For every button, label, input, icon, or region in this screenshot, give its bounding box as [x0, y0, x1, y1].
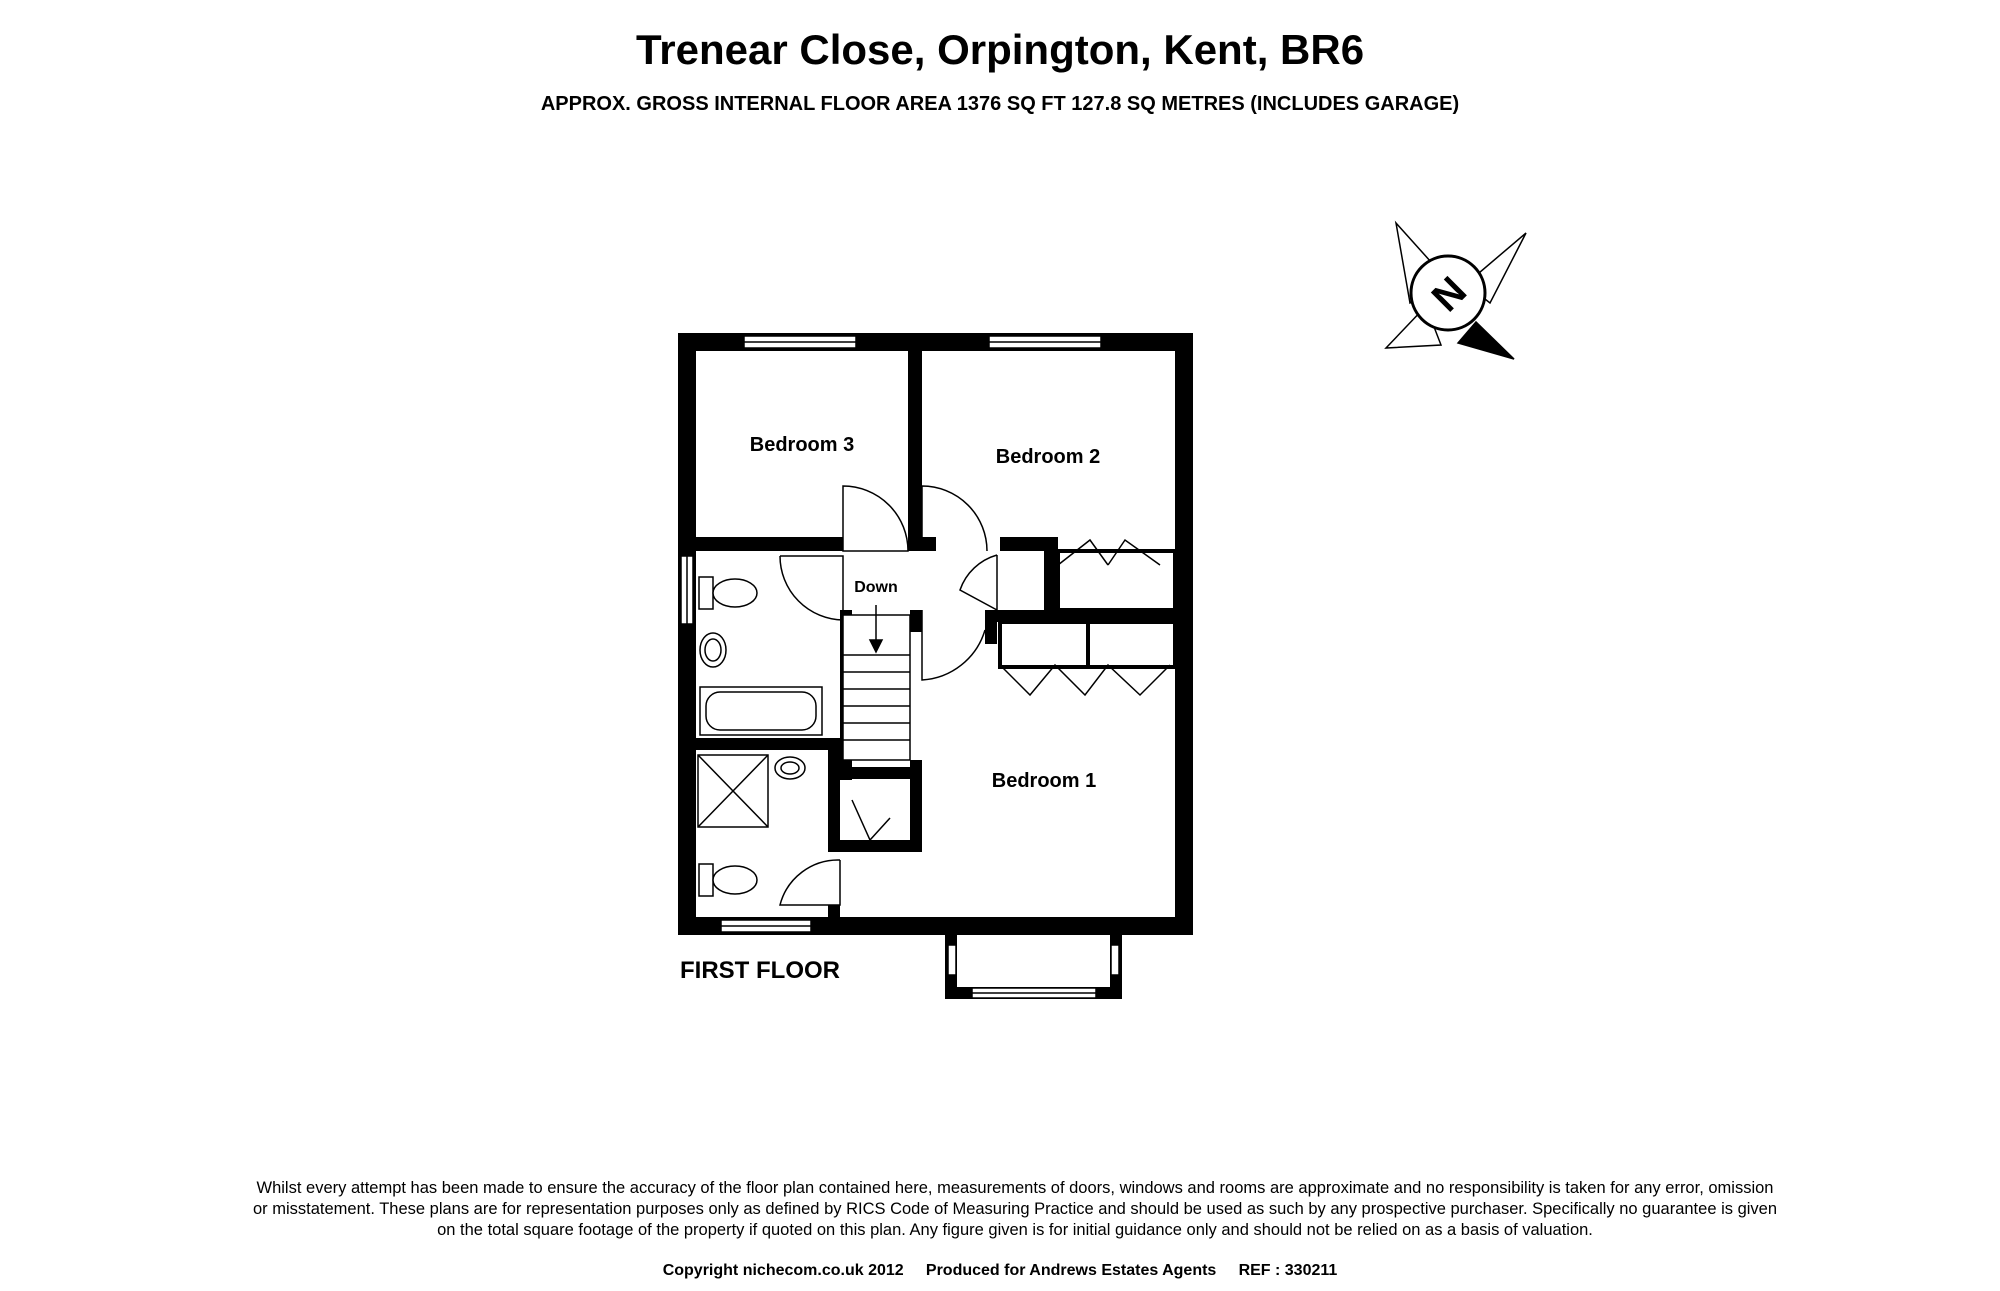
toilet-icon — [698, 863, 758, 897]
footer-credits: Copyright nichecom.co.uk 2012 Produced f… — [0, 1262, 2000, 1280]
footer-ref: REF : 330211 — [1238, 1262, 1338, 1279]
page-title: Trenear Close, Orpington, Kent, BR6 — [635, 26, 1365, 73]
room-label-bedroom-2: Bedroom 2 — [996, 446, 1100, 468]
room-label-bedroom-1: Bedroom 1 — [992, 770, 1096, 792]
room-label-bedroom-3: Bedroom 3 — [750, 434, 854, 456]
basin-icon — [699, 632, 727, 668]
compass-icon: N — [1384, 220, 1527, 360]
window — [680, 555, 694, 625]
toilet-icon — [698, 576, 758, 610]
shower-icon — [697, 754, 769, 828]
disclaimer-text: Whilst every attempt has been made to en… — [252, 1179, 1778, 1239]
stairs-direction-label: Down — [854, 579, 898, 596]
windows — [680, 335, 1120, 999]
cupboards — [998, 549, 1177, 669]
footer-produced-for: Produced for Andrews Estates Agents — [925, 1262, 1217, 1279]
floor-area-subtitle: APPROX. GROSS INTERNAL FLOOR AREA 1376 S… — [540, 93, 1460, 115]
window — [947, 944, 1120, 999]
window — [720, 919, 812, 933]
bathroom-fixtures — [697, 576, 823, 897]
doors — [779, 485, 1171, 906]
window — [988, 335, 1102, 349]
basin-icon — [774, 756, 806, 780]
window — [743, 335, 857, 349]
bath-icon — [699, 686, 823, 736]
floor-label: FIRST FLOOR — [680, 957, 840, 984]
staircase — [842, 605, 911, 761]
footer-copyright: Copyright nichecom.co.uk 2012 — [662, 1262, 904, 1279]
